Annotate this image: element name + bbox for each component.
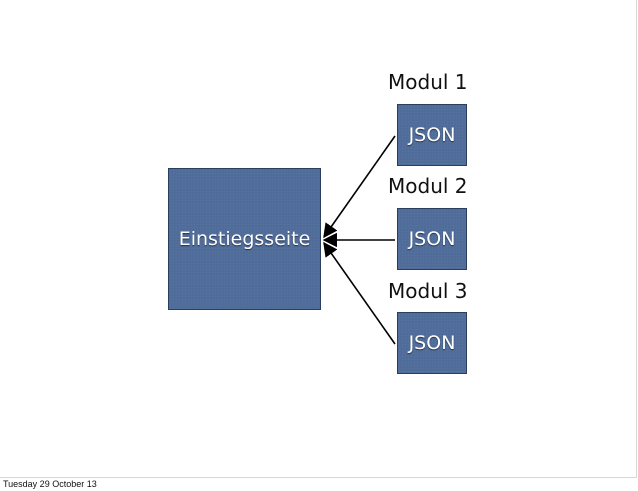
- json-box-label: JSON: [408, 124, 456, 146]
- json-box-label: JSON: [408, 228, 456, 250]
- modul-2-label: Modul 2: [388, 174, 468, 198]
- modul-3-label: Modul 3: [388, 279, 468, 303]
- slide: Einstiegsseite Modul 1 JSON Modul 2 JSON…: [0, 0, 637, 478]
- arrow-modul-1: [323, 135, 396, 239]
- json-box-label: JSON: [408, 332, 456, 354]
- arrow-modul-3: [323, 241, 396, 345]
- einstiegsseite-box: Einstiegsseite: [168, 168, 321, 310]
- modul-1-label: Modul 1: [388, 70, 468, 94]
- json-box-modul-2: JSON: [397, 208, 467, 270]
- json-box-modul-1: JSON: [397, 104, 467, 166]
- footer-date: Tuesday 29 October 13: [3, 479, 97, 489]
- einstiegsseite-label: Einstiegsseite: [178, 228, 311, 250]
- json-box-modul-3: JSON: [397, 312, 467, 374]
